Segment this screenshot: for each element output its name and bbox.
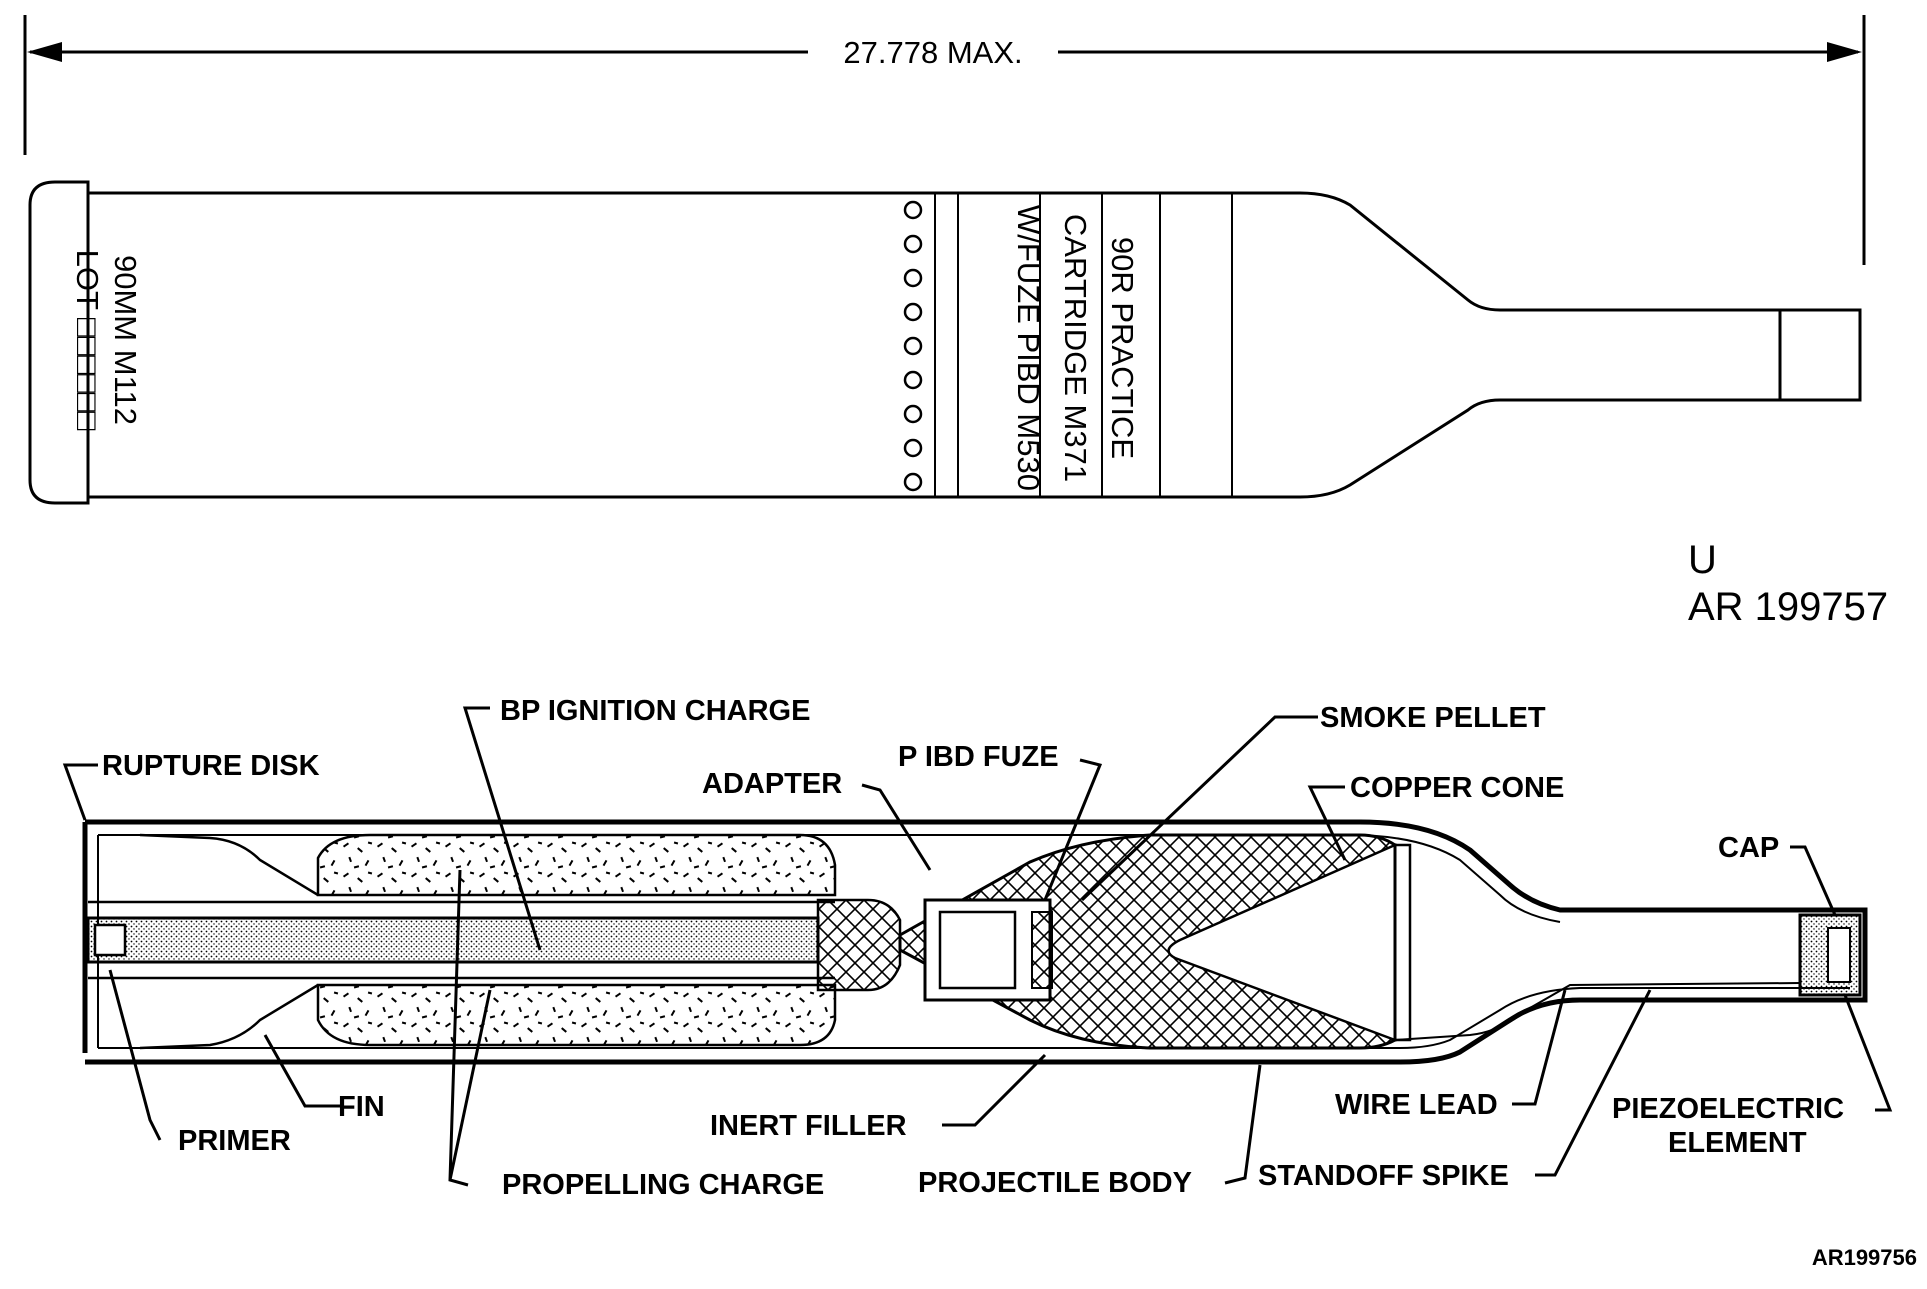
marking-circles: [903, 200, 923, 492]
cone-base: [1395, 843, 1412, 1042]
fin-upper: [139, 833, 319, 897]
fuze-inner: [938, 910, 1017, 990]
overall-length-dimension: 27.778 MAX.: [23, 15, 1866, 265]
svg-text:90MM M112: 90MM M112: [108, 255, 143, 425]
marking-circle: [903, 336, 923, 356]
marking-circle: [903, 404, 923, 424]
fin-lower: [139, 983, 319, 1050]
dimension-label: 27.778 MAX.: [843, 35, 1022, 70]
top-view: 27.778 MAX. 90MM M112 LOT □□□□□□ 90R PRA…: [23, 15, 1888, 629]
marking-circle: [903, 234, 923, 254]
label-pibd-fuze: P IBD FUZE: [898, 741, 1059, 773]
label-copper-cone: COPPER CONE: [1350, 772, 1564, 804]
bp-ignition-tube: [86, 900, 835, 980]
label-inert-filler: INERT FILLER: [710, 1110, 907, 1142]
label-piezoelectric-line1: PIEZOELECTRIC: [1612, 1093, 1844, 1125]
label-primer: PRIMER: [178, 1125, 291, 1157]
svg-text:90R PRACTICE: 90R PRACTICE: [1105, 237, 1140, 459]
svg-text:LOT □□□□□□: LOT □□□□□□: [70, 250, 105, 431]
label-projectile-body: PROJECTILE BODY: [918, 1167, 1192, 1199]
label-standoff-spike: STANDOFF SPIKE: [1258, 1160, 1509, 1192]
top-figure-code-line1: U: [1688, 538, 1717, 582]
label-rupture-disk: RUPTURE DISK: [102, 750, 320, 782]
leader-lines: [62, 706, 1893, 1187]
section-labels: RUPTURE DISK BP IGNITION CHARGE ADAPTER …: [102, 695, 1844, 1201]
label-cap: CAP: [1718, 832, 1779, 864]
label-bp-ignition-charge: BP IGNITION CHARGE: [500, 695, 810, 727]
wire-lead: [1394, 982, 1801, 1041]
adapter: [816, 898, 902, 992]
cartridge-outline: [28, 180, 1862, 505]
propelling-charge-upper: [316, 833, 837, 897]
label-wire-lead: WIRE LEAD: [1335, 1089, 1498, 1121]
top-figure-code-line2: AR 199757: [1688, 585, 1888, 629]
label-smoke-pellet: SMOKE PELLET: [1320, 702, 1546, 734]
label-adapter: ADAPTER: [702, 768, 842, 800]
svg-text:W/FUZE PIBD M530: W/FUZE PIBD M530: [1011, 205, 1046, 491]
projectile-stencil: 90R PRACTICE CARTRIDGE M371 W/FUZE PIBD …: [1011, 205, 1140, 491]
marking-circle: [903, 302, 923, 322]
primer-body: [93, 923, 127, 957]
stencil-band-lines: [934, 193, 1233, 497]
marking-circle: [903, 370, 923, 390]
copper-cone: [1167, 843, 1397, 1042]
nose-cap: [1798, 913, 1862, 997]
pibd-fuze: [923, 898, 1052, 1002]
marking-circle: [903, 200, 923, 220]
marking-circle: [903, 438, 923, 458]
smoke-pellet: [1031, 911, 1053, 989]
propelling-charge-lower: [316, 983, 837, 1047]
label-fin: FIN: [338, 1091, 385, 1123]
label-propelling-charge: PROPELLING CHARGE: [502, 1169, 824, 1201]
section-view: RUPTURE DISK BP IGNITION CHARGE ADAPTER …: [62, 695, 1917, 1270]
marking-circle: [903, 472, 923, 492]
label-piezoelectric-line2: ELEMENT: [1668, 1127, 1807, 1159]
bottom-figure-code: AR199756: [1812, 1245, 1917, 1270]
base-stencil: 90MM M112 LOT □□□□□□: [70, 250, 143, 431]
svg-text:CARTRIDGE M371: CARTRIDGE M371: [1058, 214, 1093, 482]
marking-circle: [903, 268, 923, 288]
